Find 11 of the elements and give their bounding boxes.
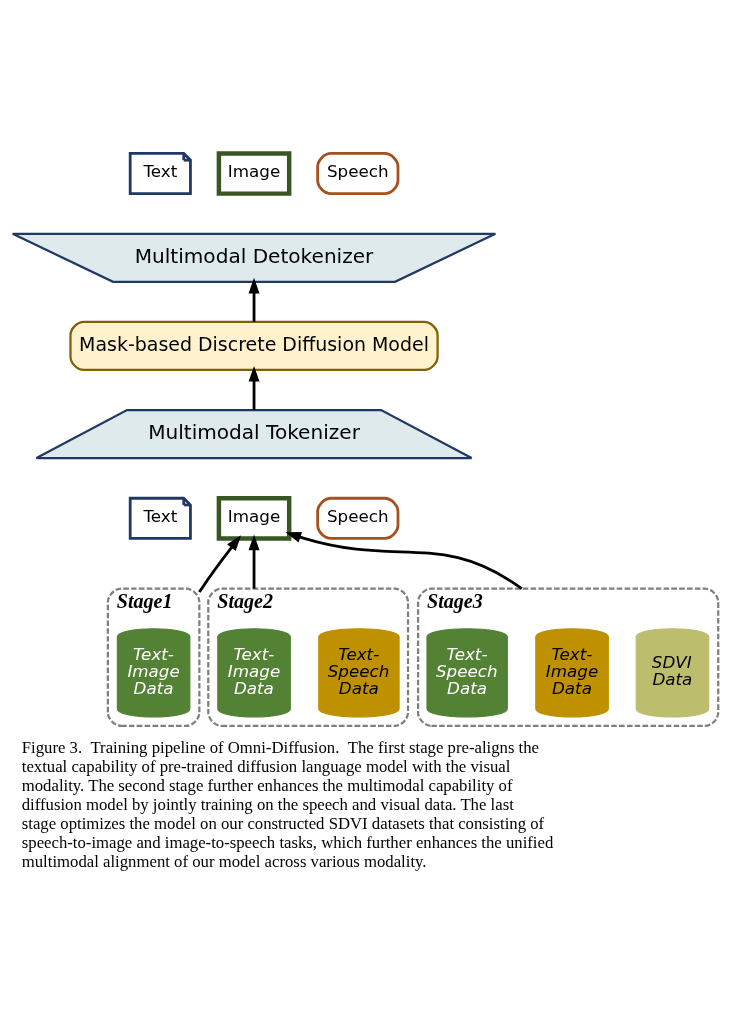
arrow	[248, 365, 260, 410]
node-box: Speech	[316, 496, 400, 540]
arrow	[285, 532, 523, 590]
arrow	[248, 277, 260, 322]
arrow	[198, 535, 242, 593]
node-box: Image	[216, 151, 292, 196]
arrow	[248, 534, 260, 589]
node-box: Mask-based Discrete Diffusion Model	[69, 320, 439, 372]
caption: Figure 3. Training pipeline of Omni-Diffusion. The first stage pre-aligns the textual capability of pre-trained diffusion language model with the visual modality. The second stage further enhances the multimodal capability of diffusion model by jointly training on the speech and visual data. The last stage optimizes the model on our constructed SDVI datasets that consisting of speech-to-image and image-to-speech tasks, which further enhances the unified multimodal alignment of our model across various modality.	[21, 737, 554, 871]
node-box: Image	[216, 496, 292, 541]
node-box: Speech	[316, 152, 400, 196]
